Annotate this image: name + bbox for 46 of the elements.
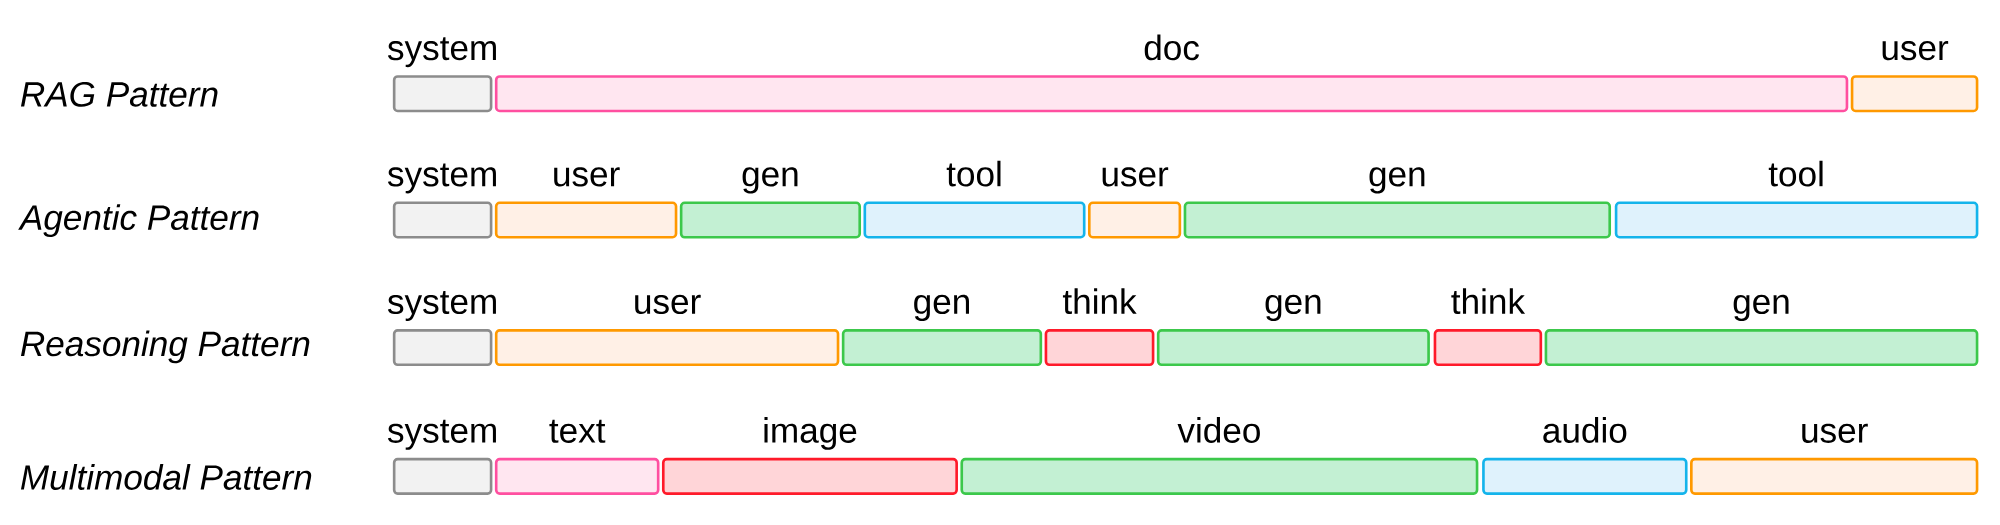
segment-box: gen bbox=[841, 294, 1043, 366]
segment-box: gen bbox=[1183, 167, 1612, 239]
node-label: video bbox=[1177, 416, 1260, 443]
node-label: think bbox=[1062, 288, 1137, 314]
node-label: user bbox=[1882, 40, 1949, 61]
node-label: gen bbox=[1265, 294, 1321, 321]
node-label: gen bbox=[1369, 167, 1425, 194]
node-label: text bbox=[549, 419, 606, 443]
segment-box: system bbox=[387, 163, 496, 239]
segment-box: gen bbox=[1156, 294, 1430, 366]
node-label: user bbox=[554, 167, 620, 187]
segment-box: user bbox=[1690, 423, 1979, 495]
node-label: system bbox=[387, 290, 496, 321]
segment-box: user bbox=[1850, 40, 1979, 113]
node-label: user bbox=[1102, 167, 1169, 187]
node-label: tool bbox=[946, 160, 1001, 187]
node-label: gen bbox=[742, 167, 798, 194]
node-label: gen bbox=[1733, 294, 1789, 321]
segment-box: think bbox=[1433, 288, 1543, 366]
segment-box: audio bbox=[1482, 416, 1688, 495]
segment-box: image bbox=[661, 416, 958, 495]
row-label: Multimodal Pattern bbox=[20, 463, 312, 490]
segment-box: system bbox=[387, 290, 496, 366]
segment-box: tool bbox=[1614, 160, 1979, 239]
node-label: doc bbox=[1144, 34, 1199, 61]
node-label: think bbox=[1451, 288, 1526, 314]
row-label: RAG Pattern bbox=[20, 81, 218, 107]
node-label: tool bbox=[1768, 160, 1823, 187]
segment-box: think bbox=[1044, 288, 1155, 366]
node-label: system bbox=[387, 36, 496, 67]
node-label: system bbox=[387, 163, 496, 194]
segment-box: gen bbox=[679, 167, 862, 239]
segment-box: system bbox=[387, 419, 496, 495]
node-label: gen bbox=[914, 294, 969, 321]
segment-box: user bbox=[1088, 167, 1182, 239]
node-label: user bbox=[1802, 423, 1868, 443]
node-label: audio bbox=[1543, 416, 1627, 443]
row-label: Reasoning Pattern bbox=[20, 330, 310, 364]
segment-box: system bbox=[387, 37, 496, 113]
row-label: Agentic Pattern bbox=[18, 204, 259, 237]
node-label: system bbox=[387, 419, 496, 450]
segment-box: gen bbox=[1544, 294, 1979, 366]
segment-box: video bbox=[960, 416, 1479, 495]
segment-box: tool bbox=[863, 160, 1086, 239]
node-label: image bbox=[764, 416, 857, 450]
node-label: user bbox=[635, 294, 701, 314]
